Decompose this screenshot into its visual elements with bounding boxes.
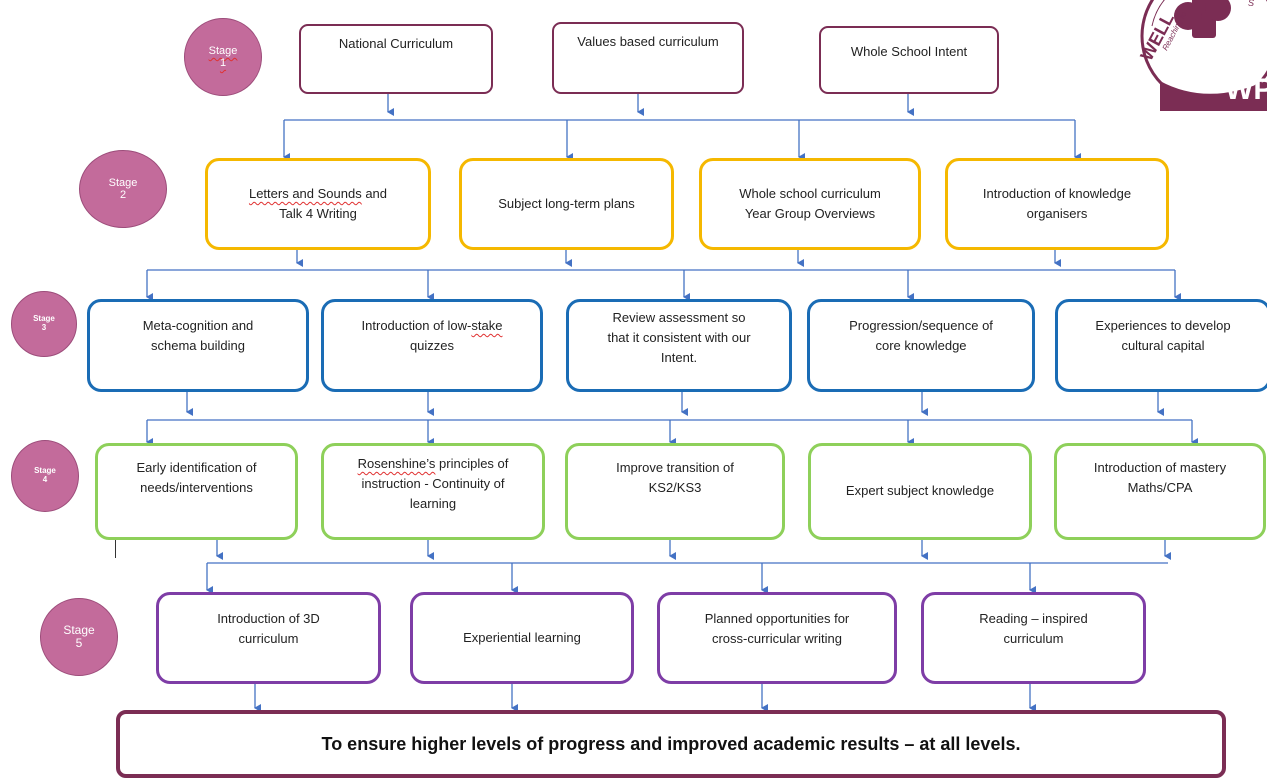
box-text: Review assessment so (612, 310, 746, 325)
box-text: Maths/CPA (1127, 480, 1193, 496)
box-text: quizzes (409, 338, 455, 354)
box-text: curriculum (1003, 631, 1064, 647)
reading-inspired-curriculum-box: Reading – inspired curriculum (921, 592, 1146, 684)
stage-label: Stage (34, 466, 56, 476)
box-text: Experiential learning (463, 629, 581, 645)
metacognition-box: Meta-cognition and schema building (87, 299, 309, 392)
cross-curricular-writing-box: Planned opportunities for cross-curricul… (657, 592, 897, 684)
box-text: cultural capital (1121, 338, 1205, 354)
box-text: Values based curriculum (577, 34, 719, 49)
box-text: Whole school curriculum (739, 185, 881, 201)
box-text: Experiences to develop (1095, 318, 1231, 333)
box-text: stake (471, 318, 503, 333)
box-text: Early identification of (136, 460, 257, 475)
stage-3-badge: Stage 3 (11, 291, 77, 357)
box-text: Introduction of knowledge (982, 185, 1132, 201)
goal-text: To ensure higher levels of progress and … (321, 733, 1021, 754)
3d-curriculum-box: Introduction of 3D curriculum (156, 592, 381, 684)
stage-number: 4 (42, 475, 48, 484)
whole-school-intent-box: Whole School Intent (819, 26, 999, 94)
box-text: Introduction of 3D (217, 611, 320, 626)
stage-label: Stage (108, 176, 138, 189)
box-text: Meta-cognition and (142, 318, 254, 333)
review-assessment-box: Review assessment so that it consistent … (566, 299, 792, 392)
box-text: Subject long-term plans (498, 195, 635, 211)
progression-sequence-box: Progression/sequence of core knowledge (807, 299, 1035, 392)
box-text: Reading – inspired (979, 611, 1088, 626)
box-text: Introduction of low- (361, 318, 472, 333)
stage-label: Stage (208, 44, 238, 57)
logo-initials: WP (1225, 73, 1267, 106)
stage-2-badge: Stage 2 (79, 150, 167, 228)
stage-number: 2 (119, 189, 127, 201)
goal-box: To ensure higher levels of progress and … (116, 710, 1226, 778)
box-text: National Curriculum (338, 36, 454, 51)
values-based-curriculum-box: Values based curriculum (552, 22, 744, 94)
box-text: Year Group Overviews (744, 206, 876, 221)
experiential-learning-box: Experiential learning (410, 592, 634, 684)
mastery-maths-box: Introduction of mastery Maths/CPA (1054, 443, 1266, 540)
box-text: curriculum (238, 631, 299, 647)
box-text: Talk 4 Writing (279, 206, 357, 221)
stage-4-badge: Stage 4 (11, 440, 79, 512)
stage-5-badge: Stage 5 (40, 598, 118, 676)
low-stake-quizzes-box: Introduction of low-stake quizzes (321, 299, 543, 392)
box-text: Rosenshine’s (357, 456, 436, 471)
box-text: Introduction of mastery (1093, 460, 1227, 475)
box-text: Expert subject knowledge (845, 483, 995, 499)
whole-school-curriculum-box: Whole school curriculum Year Group Overv… (699, 158, 921, 250)
rosenshine-principles-box: Rosenshine’s principles of instruction -… (321, 443, 545, 540)
text-cursor (115, 540, 116, 558)
box-text: Intent. (660, 350, 698, 366)
box-text: cross-curricular writing (711, 631, 842, 647)
logo-text-small-2: S (1248, 0, 1254, 8)
national-curriculum-box: National Curriculum (299, 24, 493, 94)
box-text: and (361, 185, 388, 201)
school-logo-icon: WELL Reaching fo S WP (1136, 0, 1267, 111)
stage-1-badge: Stage 1 (184, 18, 262, 96)
box-text: principles of (435, 456, 509, 471)
box-text: Whole School Intent (850, 44, 968, 59)
box-text: learning (409, 496, 457, 512)
stage-label: Stage (63, 622, 95, 637)
early-identification-box: Early identification of needs/interventi… (95, 443, 298, 540)
cultural-capital-box: Experiences to develop cultural capital (1055, 299, 1267, 392)
stage-number: 5 (75, 636, 83, 650)
box-text: KS2/KS3 (648, 480, 702, 496)
box-text: Improve transition of (616, 460, 734, 475)
improve-transition-box: Improve transition of KS2/KS3 (565, 443, 785, 540)
box-text: that it consistent with our (607, 330, 751, 346)
box-text: schema building (151, 338, 245, 354)
stage-number: 3 (41, 323, 47, 332)
box-text: Progression/sequence of (849, 318, 993, 333)
box-text: needs/interventions (140, 480, 253, 496)
stage-number: 1 (219, 57, 227, 69)
box-text: instruction - Continuity of (361, 476, 505, 492)
expert-subject-knowledge-box: Expert subject knowledge (808, 443, 1032, 540)
box-text: organisers (1026, 206, 1088, 221)
letters-and-sounds-box: Letters and Sounds and Talk 4 Writing (205, 158, 431, 250)
knowledge-organisers-box: Introduction of knowledge organisers (945, 158, 1169, 250)
stage-label: Stage (33, 314, 55, 324)
box-text: Planned opportunities for (704, 611, 850, 626)
subject-long-term-plans-box: Subject long-term plans (459, 158, 674, 250)
box-text: Letters and Sounds (248, 185, 362, 201)
box-text: core knowledge (875, 338, 967, 354)
